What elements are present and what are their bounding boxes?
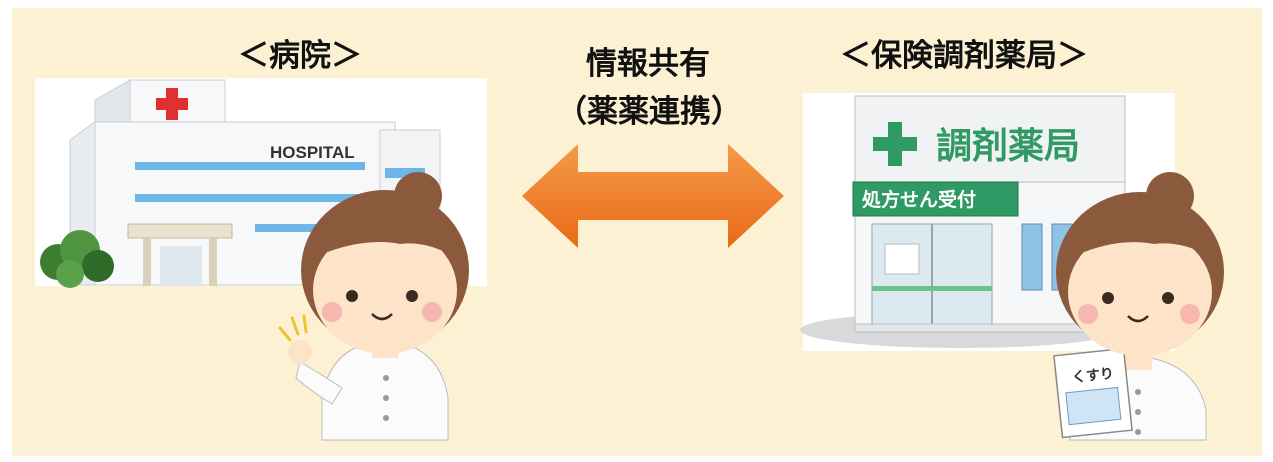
bush-icon: [40, 230, 114, 288]
pharmacy-title: ＜保険調剤薬局＞: [840, 38, 1088, 74]
prescription-counter-sign: 処方せん受付: [862, 188, 976, 211]
hospital-title: ＜病院＞: [238, 38, 362, 74]
pharmacy-collaboration-subtitle: （薬薬連携）: [556, 94, 742, 130]
red-cross-icon: [156, 88, 188, 120]
pharmacist-right: [1053, 172, 1224, 441]
pharmacist-left: [278, 172, 469, 441]
hospital-sign: HOSPITAL: [270, 143, 355, 162]
information-sharing-title: 情報共有: [586, 46, 710, 82]
bidirectional-arrow-icon: [522, 144, 784, 248]
medicine-clipboard: [1053, 347, 1133, 439]
pharmacy-sign: 調剤薬局: [936, 126, 1080, 167]
green-cross-icon: [873, 122, 917, 166]
clipboard-label: くすり: [1071, 366, 1114, 386]
